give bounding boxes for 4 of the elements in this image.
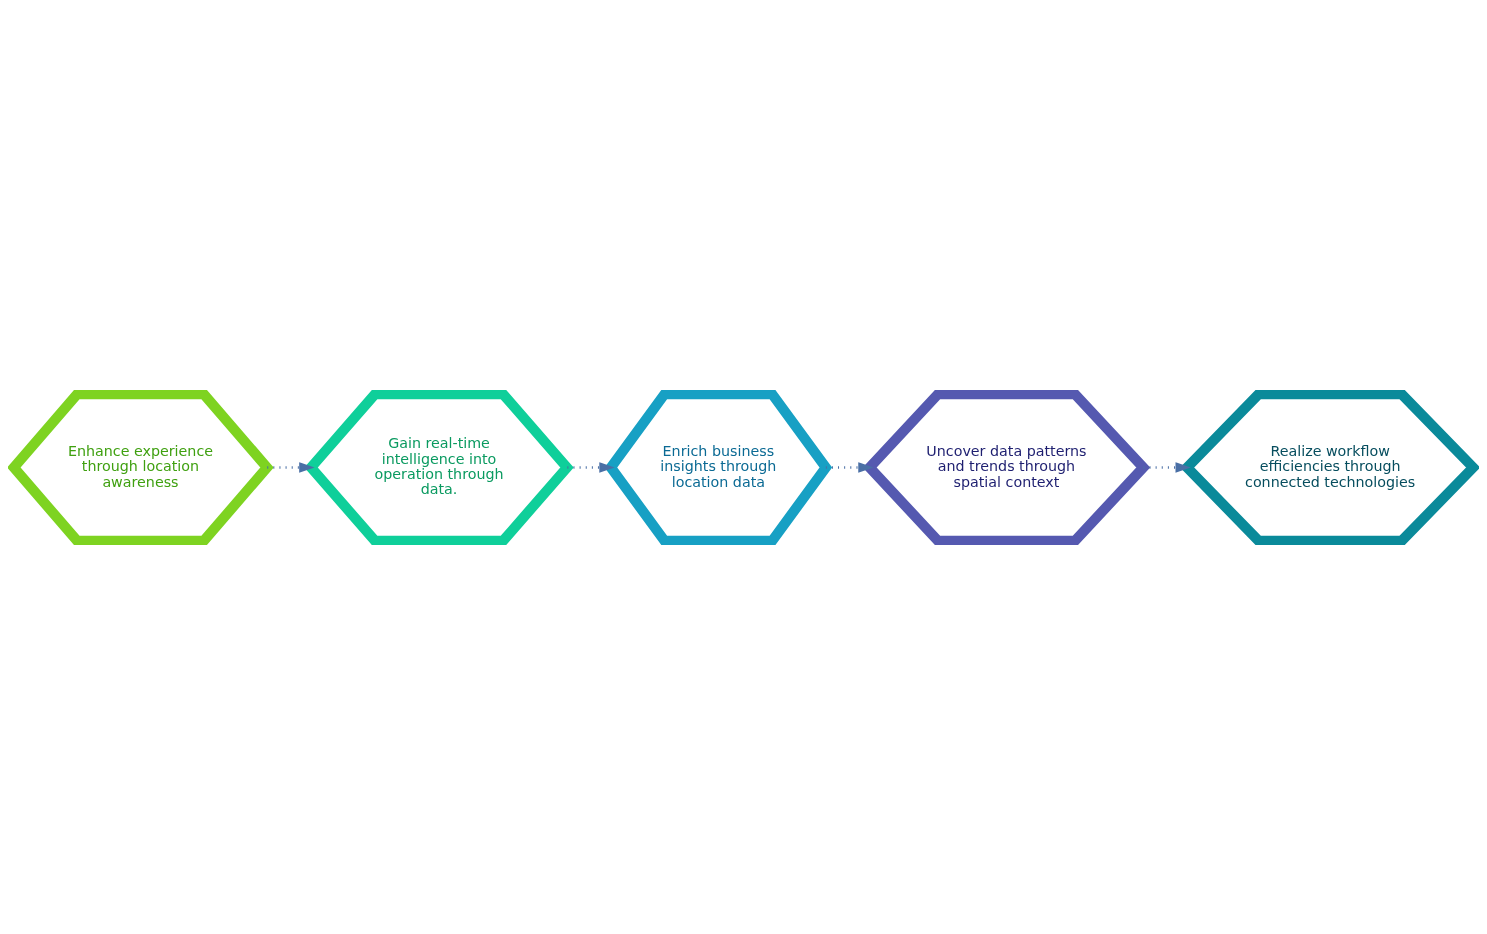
arrow	[267, 461, 315, 473]
arrow	[567, 461, 615, 473]
arrow	[825, 461, 874, 473]
arrow	[1143, 461, 1191, 473]
